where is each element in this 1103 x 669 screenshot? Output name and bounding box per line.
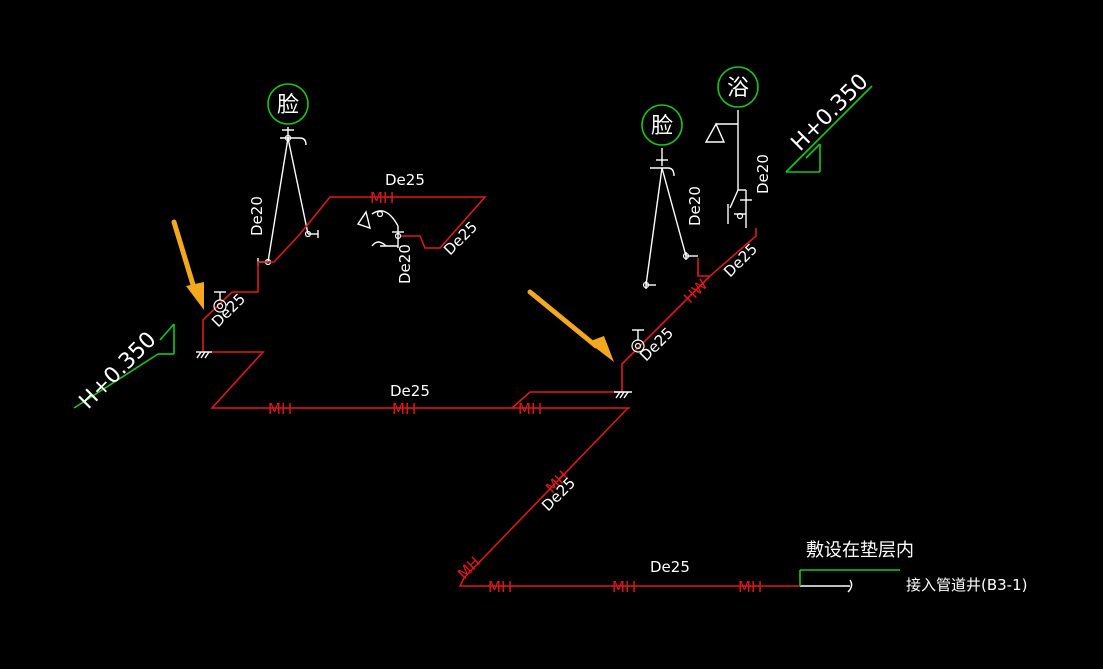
hot-mark-main-2: MH	[392, 400, 416, 418]
hot-mark-bottom-0: MH	[454, 553, 484, 583]
note-laid-in-cushion: 敷设在垫层内	[806, 540, 914, 561]
elevation-left	[73, 323, 175, 409]
fixture-shower	[717, 66, 759, 108]
label-de20-left: De20	[248, 196, 266, 236]
wall-hatch-right	[614, 391, 632, 399]
label-de20-right: De20	[686, 186, 704, 226]
fixture-sink-mid	[356, 210, 404, 248]
wall-hatch-left	[196, 351, 212, 359]
hot-mark-main-3: MH	[518, 400, 542, 418]
fixture-basin-right	[641, 104, 683, 146]
fixture-basin-right-label: 脸	[651, 114, 673, 139]
hot-mark-main-1: MH	[268, 400, 292, 418]
fixture-basin-left-label: 脸	[277, 93, 299, 118]
hot-mark-bottom-3: MH	[738, 578, 762, 596]
fixture-basin-left	[267, 83, 309, 125]
label-de25-top: De25	[385, 171, 425, 189]
hot-mark-bottom-1: MH	[488, 578, 512, 596]
label-de20-shower: De20	[754, 154, 772, 194]
elevation-right	[785, 85, 873, 173]
hot-pipe-left-network	[202, 196, 630, 409]
callout-arrow-right	[527, 289, 614, 362]
basin-right-fittings	[642, 148, 698, 289]
callout-arrow-left	[171, 219, 204, 310]
valve-left	[213, 291, 227, 313]
shower-fittings	[704, 110, 752, 228]
label-de25-right-riser: De25	[720, 240, 761, 281]
label-de25-bottom: De25	[650, 558, 690, 576]
elevation-right-label: H+0.350	[787, 69, 874, 156]
basin-left-fittings	[257, 127, 319, 266]
label-de20-mid: De20	[396, 244, 414, 284]
elevation-left-label: H+0.350	[75, 327, 162, 414]
fixture-shower-label: 浴	[727, 76, 749, 101]
hot-mark-bottom-2: MH	[612, 578, 636, 596]
label-de25-main: De25	[390, 382, 430, 400]
pipe-end-connector	[799, 569, 900, 593]
note-connect-to-shaft: 接入管道井(B3-1)	[906, 576, 1028, 594]
hot-mark-top: MH	[370, 189, 394, 207]
hot-pipe-right-network	[458, 228, 800, 587]
valve-right	[631, 329, 645, 353]
